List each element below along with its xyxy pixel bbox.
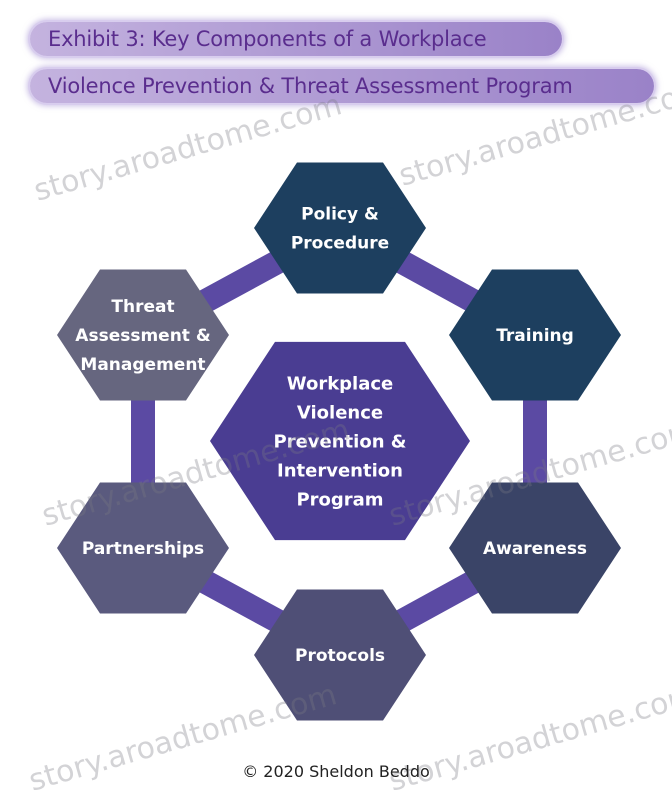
hex-partnerships-shape (57, 482, 229, 614)
title-line-2: Violence Prevention & Threat Assessment … (48, 74, 573, 98)
hex-threat-label: Management (80, 355, 205, 375)
hex-awareness: Awareness (449, 482, 621, 614)
hex-protocols-label: Protocols (295, 646, 385, 666)
title-banner-line-2: Violence Prevention & Threat Assessment … (30, 69, 654, 103)
hex-training-label: Training (496, 326, 574, 346)
hex-protocols-shape (254, 589, 426, 721)
component-hexagons: Policy & ProcedureTrainingAwarenessProtoc… (57, 162, 621, 721)
hex-policy-shape (254, 162, 426, 294)
hex-partnerships: Partnerships (57, 482, 229, 614)
copyright-notice: © 2020 Sheldon Beddo (242, 762, 430, 781)
hex-center-program-label: Intervention (277, 460, 403, 481)
title-line-1: Exhibit 3: Key Components of a Workplace (48, 27, 487, 51)
hex-training-shape (449, 269, 621, 401)
hex-protocols: Protocols (254, 589, 426, 721)
hex-center-program-label: Prevention & (274, 431, 407, 452)
hex-threat-shape (57, 269, 229, 401)
hex-partnerships-label: Partnerships (82, 539, 204, 559)
hex-threat-label: Threat (111, 297, 174, 317)
hex-center-program-label: Violence (297, 402, 383, 423)
hex-center-program-label: Program (296, 489, 383, 510)
hex-center-program-shape (210, 341, 470, 541)
hex-awareness-shape (449, 482, 621, 614)
title-banner-line-1: Exhibit 3: Key Components of a Workplace (30, 22, 562, 56)
hex-threat-label: Assessment & (75, 326, 211, 346)
hex-center-program-label: Workplace (287, 373, 394, 394)
hex-policy: Policy & Procedure (254, 162, 426, 294)
hex-training: Training (449, 269, 621, 401)
hex-policy-label: Policy & (301, 205, 379, 225)
hex-awareness-label: Awareness (483, 539, 587, 559)
hex-policy-label: Procedure (291, 234, 389, 254)
